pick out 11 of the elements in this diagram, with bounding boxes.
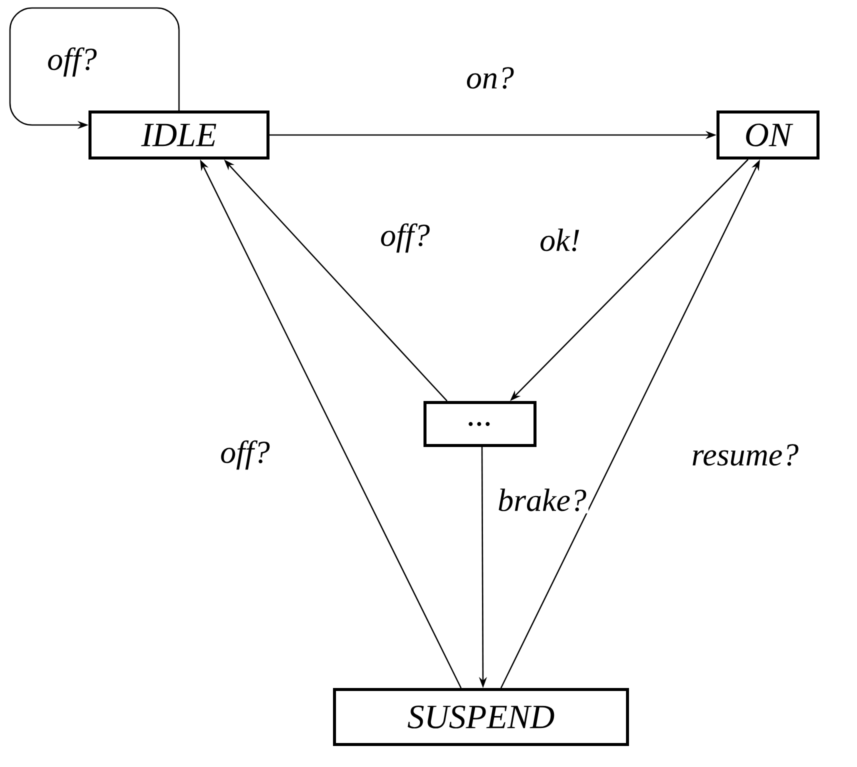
edge-label: off? (378, 221, 432, 255)
state-box: IDLE (88, 110, 270, 160)
edge-label: off? (45, 45, 99, 79)
edge-label: on? (464, 65, 516, 91)
edge-label: off? (218, 438, 272, 472)
edge-label: ok! (538, 226, 582, 254)
edge-label: brake? (496, 486, 588, 514)
state-box: SUSPEND (333, 688, 629, 746)
state-box: ON (716, 110, 820, 160)
edge-label: resume? (689, 442, 801, 468)
state-box: ... (424, 401, 536, 447)
